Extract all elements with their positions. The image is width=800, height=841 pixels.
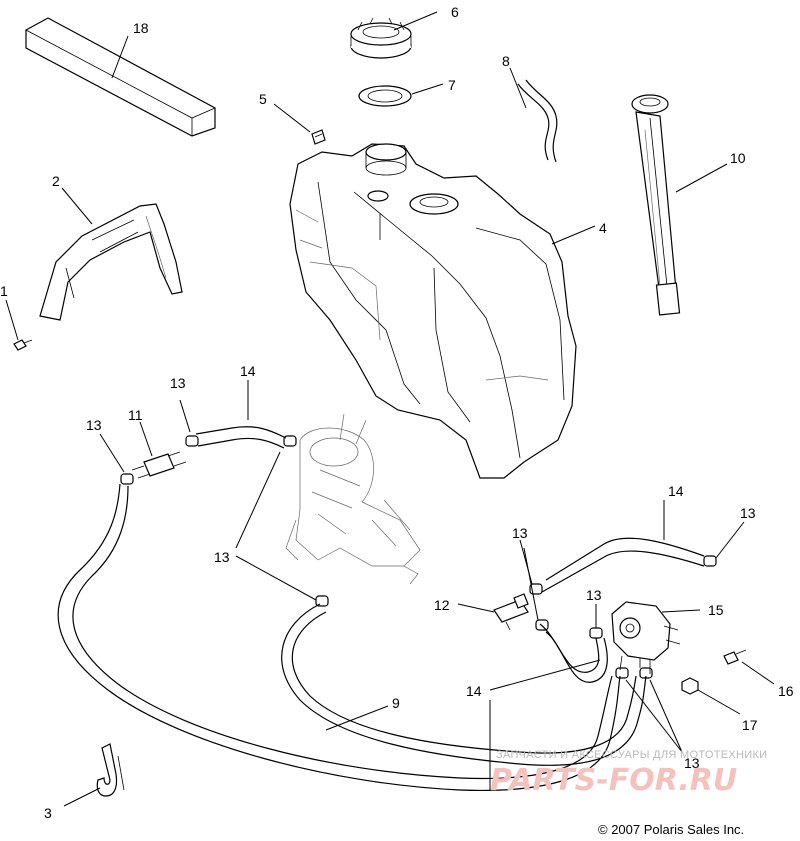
callout-18: 18 xyxy=(133,20,149,36)
callout-7: 7 xyxy=(448,77,456,93)
callout-14-b: 14 xyxy=(668,483,684,499)
callout-16: 16 xyxy=(778,683,794,699)
callout-1: 1 xyxy=(0,283,8,299)
callout-6: 6 xyxy=(451,4,459,20)
clamp-h xyxy=(703,555,717,567)
part-9-long-fuel-hose xyxy=(57,483,647,791)
callout-5: 5 xyxy=(259,91,267,107)
callout-13-a: 13 xyxy=(170,375,186,391)
part-7-gasket xyxy=(358,85,412,107)
callout-8: 8 xyxy=(502,53,510,69)
part-14-fuel-hoses xyxy=(195,426,705,683)
watermark-tagline: ЗАПЧАСТИ И АКСЕССУАРЫ ДЛЯ МОТОТЕХНИКИ xyxy=(496,749,767,761)
clamp-c xyxy=(283,435,297,447)
callout-13-b: 13 xyxy=(86,417,102,433)
part-3-hose-clip xyxy=(96,743,125,797)
part-8-vent-hose xyxy=(517,79,558,163)
part-17-nut xyxy=(681,677,699,695)
callout-11: 11 xyxy=(128,407,143,423)
part-10-fuel-gauge-sender xyxy=(631,94,681,316)
callout-13-e: 13 xyxy=(512,525,528,541)
part-18-foam-block xyxy=(25,17,216,137)
part-15-fuel-pump xyxy=(611,601,681,674)
callout-10: 10 xyxy=(730,150,746,166)
clamp-e xyxy=(529,583,543,595)
part-4-fuel-tank xyxy=(289,143,577,479)
part-2-tank-bracket xyxy=(39,203,183,321)
callout-9: 9 xyxy=(392,695,400,711)
hose-clamps-13 xyxy=(120,435,717,679)
callout-14-c: 14 xyxy=(466,683,482,699)
part-5-bolt xyxy=(311,129,326,145)
copyright: © 2007 Polaris Sales Inc. xyxy=(598,822,744,837)
part-16-bolt xyxy=(723,649,747,665)
callout-2: 2 xyxy=(52,173,60,189)
callout-13-f: 13 xyxy=(586,587,602,603)
engine-carburetor-reference xyxy=(285,413,421,585)
clamp-d xyxy=(315,595,329,607)
callout-13-d: 13 xyxy=(740,505,756,521)
clamp-a xyxy=(120,473,134,485)
leader-lines xyxy=(5,11,775,807)
part-12-fuel-connector xyxy=(493,593,529,631)
callout-13-c: 13 xyxy=(214,549,230,565)
clamp-g xyxy=(589,627,603,639)
watermark: ЗАПЧАСТИ И АКСЕССУАРЫ ДЛЯ МОТОТЕХНИКИ PA… xyxy=(490,749,767,798)
callout-4: 4 xyxy=(599,220,607,236)
callout-13-g: 13 xyxy=(684,755,700,771)
callout-14-a: 14 xyxy=(240,363,256,379)
part-1-bolt xyxy=(13,339,33,351)
part-11-fuel-filter xyxy=(131,451,187,479)
callout-17: 17 xyxy=(742,717,758,733)
clamp-i xyxy=(615,667,629,679)
part-6-fuel-cap xyxy=(350,17,412,59)
callout-15: 15 xyxy=(708,602,724,618)
callout-3: 3 xyxy=(44,805,52,821)
callout-12: 12 xyxy=(434,597,450,613)
callout-labels: 18 6 7 5 8 10 4 2 1 14 13 11 13 13 14 13… xyxy=(0,4,794,821)
watermark-logo: PARTS-FOR.RU xyxy=(490,763,737,798)
clamp-b xyxy=(185,435,199,447)
